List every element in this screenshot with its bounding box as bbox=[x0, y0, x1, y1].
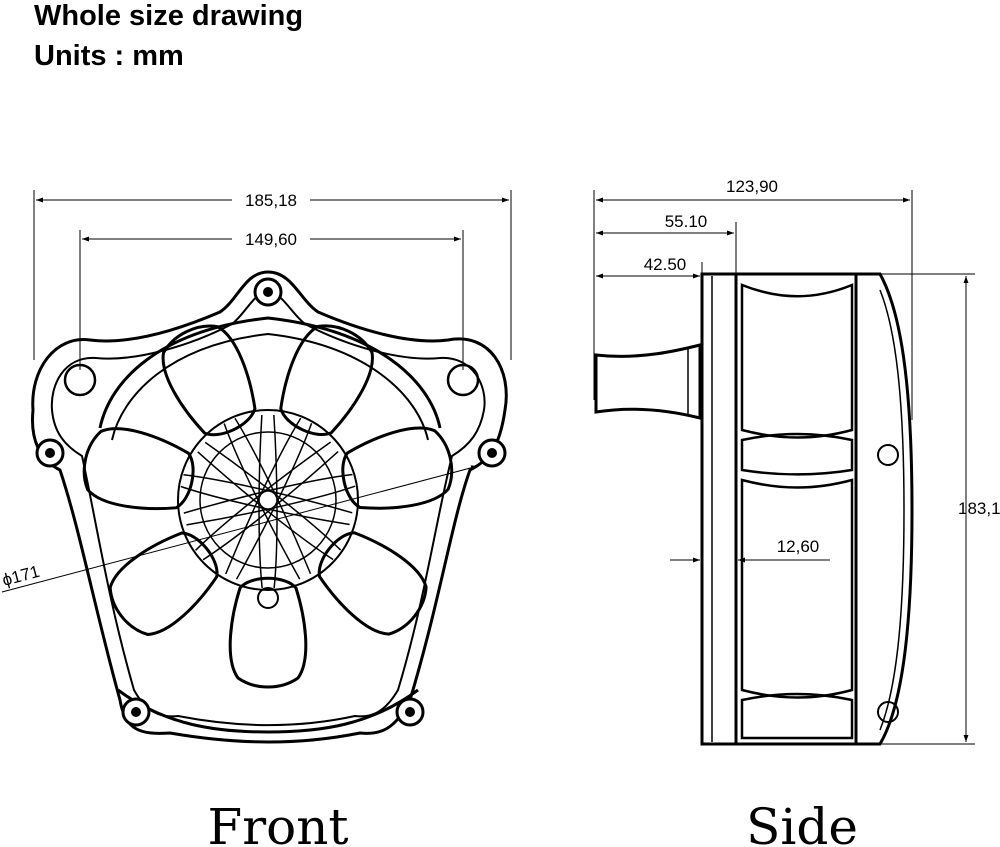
inlet-spigot bbox=[594, 343, 702, 420]
dim-side-depth: 123,90 bbox=[593, 177, 913, 420]
dim-side-inlet: 42.50 bbox=[596, 255, 703, 279]
dim-label-hole-spacing: 149,60 bbox=[245, 230, 297, 249]
dim-side-height: 183,18 bbox=[880, 273, 1000, 745]
backing-plate bbox=[700, 272, 738, 746]
hub-ring bbox=[199, 431, 337, 569]
dim-side-mid: 55.10 bbox=[596, 212, 737, 276]
dim-label-side-mid: 55.10 bbox=[665, 212, 708, 231]
side-view: 123,90 55.10 42.50 183,18 12,60 Side bbox=[593, 177, 1000, 847]
dim-label-side-height: 183,18 bbox=[958, 499, 1000, 518]
bolt-left bbox=[35, 438, 65, 468]
front-view: 185,18 149,60 ϕ171 Front bbox=[0, 190, 512, 847]
dim-label-side-inlet: 42.50 bbox=[644, 255, 687, 274]
dim-hole-spacing: 149,60 bbox=[79, 230, 464, 370]
inner-ring bbox=[177, 409, 359, 591]
drawing-title: Whole size drawing bbox=[34, 0, 304, 32]
bolt-bottom-right bbox=[395, 697, 425, 727]
dim-label-plate-thickness: 12,60 bbox=[777, 537, 820, 556]
dim-label-side-depth: 123,90 bbox=[726, 177, 778, 196]
spoke-openings bbox=[82, 324, 454, 689]
front-housing-outline bbox=[30, 270, 508, 744]
cover-profile bbox=[854, 272, 914, 746]
bolt-bottom-left bbox=[121, 697, 151, 727]
view-label-side: Side bbox=[746, 798, 858, 847]
units-label: Units : mm bbox=[34, 40, 184, 72]
bolt-top bbox=[253, 277, 283, 307]
view-label-front: Front bbox=[208, 798, 349, 847]
dim-label-front-width: 185,18 bbox=[245, 191, 297, 210]
bolt-right bbox=[477, 438, 507, 468]
dim-front-width: 185,18 bbox=[33, 190, 512, 360]
filter-body bbox=[734, 272, 858, 746]
center-screw bbox=[257, 587, 279, 609]
dim-label-diameter: ϕ171 bbox=[0, 562, 41, 590]
vane-ribs bbox=[180, 414, 356, 589]
dim-plate-thickness: 12,60 bbox=[670, 537, 830, 563]
